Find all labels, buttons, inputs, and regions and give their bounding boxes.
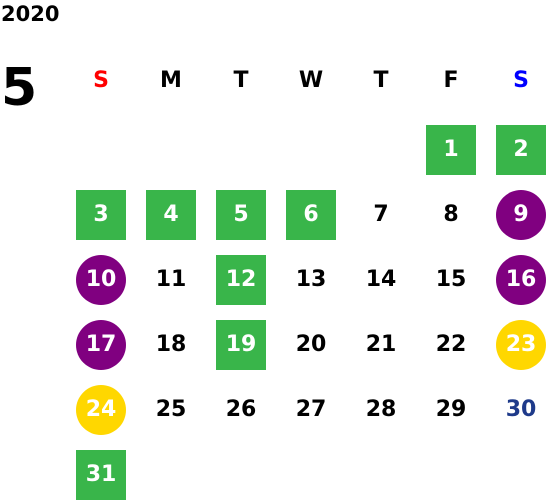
- calendar-day-2[interactable]: 2: [496, 125, 546, 175]
- calendar-day-30[interactable]: 30: [505, 397, 537, 422]
- calendar-day-26[interactable]: 26: [225, 397, 257, 422]
- weekday-header: M: [160, 68, 182, 93]
- calendar-day-8[interactable]: 8: [443, 202, 459, 227]
- calendar-day-24[interactable]: 24: [76, 385, 126, 435]
- calendar-day-22[interactable]: 22: [435, 332, 467, 357]
- calendar-day-27[interactable]: 27: [295, 397, 327, 422]
- calendar-day-19[interactable]: 19: [216, 320, 266, 370]
- calendar-day-10[interactable]: 10: [76, 255, 126, 305]
- weekday-header: T: [373, 68, 389, 93]
- weekday-header: F: [443, 68, 459, 93]
- weekday-header: S: [93, 68, 109, 93]
- calendar-day-14[interactable]: 14: [365, 267, 397, 292]
- weekday-header: S: [513, 68, 529, 93]
- month-number: 5: [1, 58, 38, 118]
- calendar-day-15[interactable]: 15: [435, 267, 467, 292]
- calendar-day-28[interactable]: 28: [365, 397, 397, 422]
- calendar-day-12[interactable]: 12: [216, 255, 266, 305]
- year-label: 2020: [1, 2, 60, 26]
- calendar-day-1[interactable]: 1: [426, 125, 476, 175]
- calendar-day-31[interactable]: 31: [76, 450, 126, 500]
- calendar-day-5[interactable]: 5: [216, 190, 266, 240]
- calendar-day-3[interactable]: 3: [76, 190, 126, 240]
- calendar-day-23[interactable]: 23: [496, 320, 546, 370]
- calendar-day-11[interactable]: 11: [155, 267, 187, 292]
- calendar-day-16[interactable]: 16: [496, 255, 546, 305]
- weekday-header: W: [298, 68, 324, 93]
- calendar-day-21[interactable]: 21: [365, 332, 397, 357]
- calendar-day-18[interactable]: 18: [155, 332, 187, 357]
- calendar-day-25[interactable]: 25: [155, 397, 187, 422]
- calendar-day-17[interactable]: 17: [76, 320, 126, 370]
- calendar-day-4[interactable]: 4: [146, 190, 196, 240]
- calendar-day-29[interactable]: 29: [435, 397, 467, 422]
- weekday-header: T: [233, 68, 249, 93]
- calendar-day-13[interactable]: 13: [295, 267, 327, 292]
- calendar-day-9[interactable]: 9: [496, 190, 546, 240]
- calendar-day-7[interactable]: 7: [373, 202, 389, 227]
- calendar-day-6[interactable]: 6: [286, 190, 336, 240]
- calendar-day-20[interactable]: 20: [295, 332, 327, 357]
